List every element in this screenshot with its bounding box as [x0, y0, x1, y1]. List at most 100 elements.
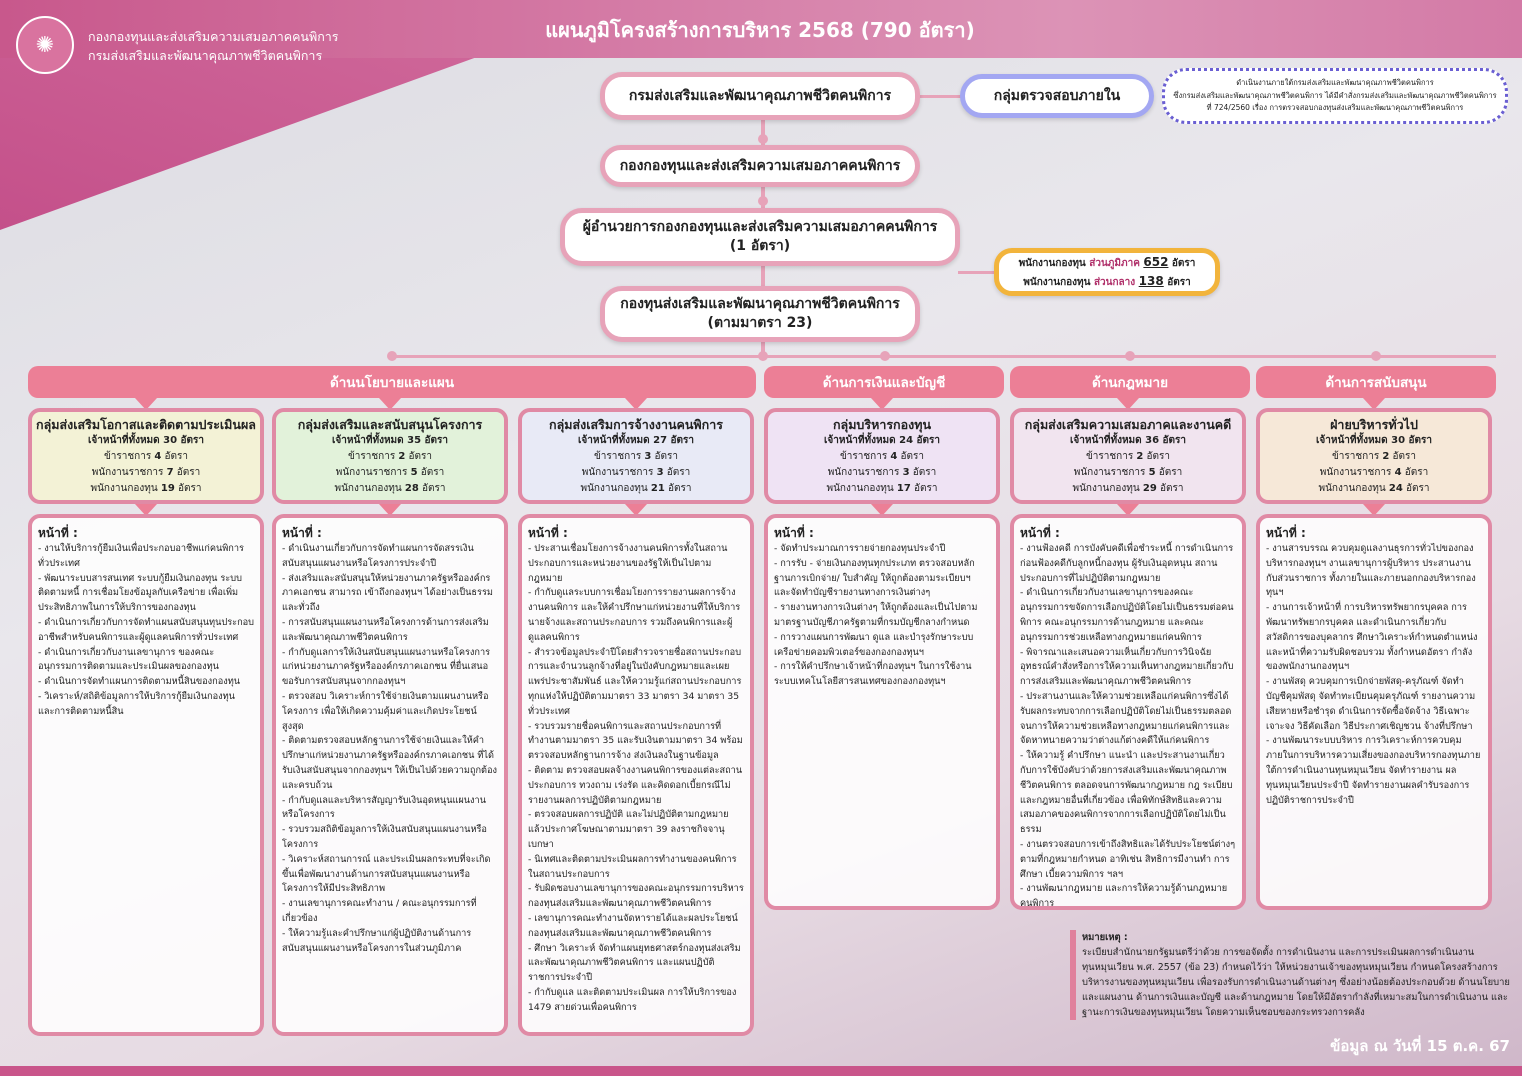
group-gov-emp: พนักงานราชการ 5 อัตรา: [335, 467, 445, 478]
audit-note-line: ดำเนินงานภายใต้กรมส่งเสริมและพัฒนาคุณภาพ…: [1236, 77, 1434, 87]
duty-item: - กำกับดูแลระบบการเชื่อมโยงการรายงานผลกา…: [528, 587, 741, 643]
duty-item: - งานพัฒนากฎหมาย และการให้ความรู้ด้านกฎห…: [1020, 883, 1228, 910]
group-gov-emp: พนักงานราชการ 3 อัตรา: [581, 467, 691, 478]
group-total: เจ้าหน้าที่ทั้งหมด 35 อัตรา: [331, 435, 449, 446]
category-legal: ด้านกฎหมาย: [1010, 366, 1250, 398]
duty-item: - การให้คำปรึกษาเจ้าหน้าที่กองทุนฯ ในการ…: [774, 661, 972, 688]
duty-item: - กำกับดูแล และติดตามประเมินผล การให้บริ…: [528, 986, 737, 1013]
group-total: เจ้าหน้าที่ทั้งหมด 27 อัตรา: [577, 435, 695, 446]
group-name: กลุ่มส่งเสริมการจ้างงานคนพิการ: [549, 417, 723, 432]
group-civil: ข้าราชการ 2 อัตรา: [347, 451, 433, 462]
duty-item: - จัดทำประมาณการรายจ่ายกองทุนประจำปี: [774, 543, 946, 554]
duties-box: หน้าที่ :- งานสารบรรณ ควบคุมดูแลงานธุรกา…: [1256, 514, 1492, 910]
category-policy: ด้านนโยบายและแผน: [28, 366, 756, 398]
connector-staff: [958, 271, 998, 274]
duties-heading: หน้าที่ :: [528, 526, 568, 540]
remark-heading: หมายเหตุ :: [1082, 932, 1128, 943]
arrow-down-icon: [135, 398, 157, 410]
duties-box: หน้าที่ :- งานฟ้องคดี การบังคับคดีเพื่อช…: [1010, 514, 1246, 910]
division-node: กองกองทุนและส่งเสริมความเสมอภาคคนพิการ: [600, 145, 920, 187]
group-gov-emp: พนักงานราชการ 4 อัตรา: [1319, 467, 1429, 478]
duty-item: - ตรวจสอบผลการปฏิบัติ และไม่ปฏิบัติตามกฎ…: [528, 809, 729, 850]
audit-note-line: ซึ่งกรมส่งเสริมและพัฒนาคุณภาพชีวิตคนพิกา…: [1173, 90, 1497, 100]
duty-item: - นิเทศและติดตามประเมินผลการทำงานของคนพิ…: [528, 853, 737, 880]
duty-item: - วิเคราะห์สถานการณ์ และประเมินผลกระทบที…: [282, 853, 491, 895]
duties-heading: หน้าที่ :: [1020, 526, 1060, 540]
group-fund-emp: พนักงานกองทุน 28 อัตรา: [334, 483, 446, 494]
org-name-line1: กองกองทุนและส่งเสริมความเสมอภาคคนพิการ: [88, 29, 339, 44]
group-box: กลุ่มส่งเสริมโอกาสและติดตามประเมินผล เจ้…: [28, 408, 264, 504]
footer-band: [0, 1066, 1522, 1076]
connector-dot: [758, 196, 768, 206]
arrow-down-icon: [379, 398, 401, 410]
duty-item: - การสนับสนุนแผนงานหรือโครงการด้านการส่ง…: [282, 616, 489, 643]
data-as-of: ข้อมูล ณ วันที่ 15 ต.ค. 67: [1330, 1037, 1510, 1055]
duty-item: - งานการเจ้าหน้าที่ การบริหารทรัพยากรบุค…: [1266, 602, 1478, 673]
duty-item: - ประสานเชื่อมโยงการจ้างงานคนพิการทั้งใน…: [528, 543, 728, 584]
group-fund-emp: พนักงานกองทุน 19 อัตรา: [90, 483, 202, 494]
duty-item: - งานตรวจสอบการเข้าถึงสิทธิและได้รับประโ…: [1020, 838, 1236, 880]
arrow-down-icon: [135, 504, 157, 516]
department-node: กรมส่งเสริมและพัฒนาคุณภาพชีวิตคนพิการ: [600, 72, 920, 120]
director-count: (1 อัตรา): [729, 238, 791, 254]
duty-item: - ให้ความรู้และคำปรึกษาแก่ผู้ปฏิบัติงานด…: [282, 927, 472, 954]
duty-item: - งานสารบรรณ ควบคุมดูแลงานธุรการทั่วไปขอ…: [1266, 543, 1476, 599]
connector-dot: [758, 351, 768, 361]
arrow-down-icon: [379, 504, 401, 516]
duty-item: - รวบรวมสถิติข้อมูลการให้เงินสนับสนุนแผน…: [282, 824, 487, 850]
duty-item: - วิเคราะห์/สถิติข้อมูลการให้บริการกู้ยื…: [38, 690, 235, 717]
director-title: ผู้อำนวยการกองกองทุนและส่งเสริมความเสมอภ…: [582, 219, 938, 236]
group-box: กลุ่มบริหารกองทุน เจ้าหน้าที่ทั้งหมด 24 …: [764, 408, 1000, 504]
arrow-down-icon: [1117, 398, 1139, 410]
duty-item: - สำรวจข้อมูลประจำปีโดยสำรวจรายชื่อสถานป…: [528, 646, 742, 717]
fund-subtitle: (ตามมาตรา 23): [707, 315, 813, 331]
page-title: แผนภูมิโครงสร้างการบริหาร 2568 (790 อัตร…: [545, 18, 975, 42]
director-node: ผู้อำนวยการกองกองทุนและส่งเสริมความเสมอภ…: [560, 208, 960, 266]
group-box: กลุ่มส่งเสริมการจ้างงานคนพิการ เจ้าหน้าท…: [518, 408, 754, 504]
connector-dot: [1125, 351, 1135, 361]
category-support: ด้านการสนับสนุน: [1256, 366, 1496, 398]
duty-item: - พัฒนาระบบสารสนเทศ ระบบกู้ยืมเงินกองทุน…: [38, 572, 242, 614]
audit-note: ดำเนินงานภายใต้กรมส่งเสริมและพัฒนาคุณภาพ…: [1162, 68, 1508, 124]
duty-item: - ติดตามตรวจสอบหลักฐานการใช้จ่ายเงินและใ…: [282, 735, 498, 791]
arrow-down-icon: [871, 398, 893, 410]
duty-item: - ติดตาม ตรวจสอบผลจ้างงานคนพิการของแต่ละ…: [528, 764, 743, 806]
staff-central: พนักงานกองทุน ส่วนกลาง 138 อัตรา: [1023, 274, 1191, 288]
duty-item: - รวบรวมรายชื่อคนพิการและสถานประกอบการที…: [528, 720, 743, 762]
duties-heading: หน้าที่ :: [774, 526, 814, 540]
group-fund-emp: พนักงานกองทุน 24 อัตรา: [1318, 483, 1430, 494]
group-name: กลุ่มส่งเสริมและสนับสนุนโครงการ: [297, 417, 483, 432]
connector-dot: [880, 351, 890, 361]
duty-item: - รับผิดชอบงานเลขานุการของคณะอนุกรรมการบ…: [528, 883, 744, 910]
fund-node: กองทุนส่งเสริมและพัฒนาคุณภาพชีวิตคนพิการ…: [600, 286, 920, 342]
duty-item: - ดำเนินการเกี่ยวกับการจัดทำแผนสนับสนุนท…: [38, 616, 255, 643]
audit-note-line: ที่ 724/2560 เรื่อง การตรวจสอบกองทุนส่งเ…: [1206, 103, 1464, 113]
group-fund-emp: พนักงานกองทุน 21 อัตรา: [580, 483, 692, 494]
staff-regional: พนักงานกองทุน ส่วนภูมิภาค 652 อัตรา: [1018, 254, 1196, 269]
group-total: เจ้าหน้าที่ทั้งหมด 36 อัตรา: [1069, 435, 1187, 446]
group-civil: ข้าราชการ 4 อัตรา: [839, 451, 925, 462]
fund-title: กองทุนส่งเสริมและพัฒนาคุณภาพชีวิตคนพิการ: [620, 296, 900, 313]
group-name: ฝ่ายบริหารทั่วไป: [1330, 417, 1418, 432]
group-gov-emp: พนักงานราชการ 7 อัตรา: [91, 467, 201, 478]
duty-item: - ดำเนินงานเกี่ยวกับการจัดทำแผนการจัดสรร…: [282, 543, 474, 569]
group-gov-emp: พนักงานราชการ 5 อัตรา: [1073, 467, 1183, 478]
arrow-down-icon: [871, 504, 893, 516]
group-total: เจ้าหน้าที่ทั้งหมด 24 อัตรา: [823, 435, 941, 446]
group-name: กลุ่มบริหารกองทุน: [832, 417, 932, 432]
duty-item: - การวางแผนการพัฒนา ดูแล และบำรุงรักษาระ…: [774, 631, 974, 658]
duty-item: - ส่งเสริมและสนับสนุนให้หน่วยงานภาครัฐหร…: [282, 572, 493, 614]
group-fund-emp: พนักงานกองทุน 17 อัตรา: [826, 483, 938, 494]
duty-item: - งานให้บริการกู้ยืมเงินเพื่อประกอบอาชีพ…: [38, 543, 244, 569]
duty-item: - เลขานุการคณะทำงานจัดหารายได้และผลประโย…: [528, 912, 738, 939]
group-box: กลุ่มส่งเสริมความเสมอภาคและงานคดี เจ้าหน…: [1010, 408, 1246, 504]
connector-dot: [758, 134, 768, 144]
group-civil: ข้าราชการ 4 อัตรา: [103, 451, 189, 462]
duty-item: - รายงานทางการเงินต่างๆ ให้ถูกต้องและเป็…: [774, 602, 978, 628]
duties-box: หน้าที่ : - จัดทำประมาณการรายจ่ายกองทุนปร…: [764, 514, 1000, 910]
duty-item: - งานพัสดุ ควบคุมการเบิกจ่ายพัสดุ-ครุภัณ…: [1266, 676, 1476, 732]
group-civil: ข้าราชการ 2 อัตรา: [1085, 451, 1171, 462]
duty-item: - ดำเนินการเกี่ยวกับงานเลขานุการ ของคณะอ…: [38, 646, 219, 673]
duty-item: - งานเลขานุการคณะทำงาน / คณะอนุกรรมการที…: [282, 898, 477, 924]
group-civil: ข้าราชการ 2 อัตรา: [1331, 451, 1417, 462]
